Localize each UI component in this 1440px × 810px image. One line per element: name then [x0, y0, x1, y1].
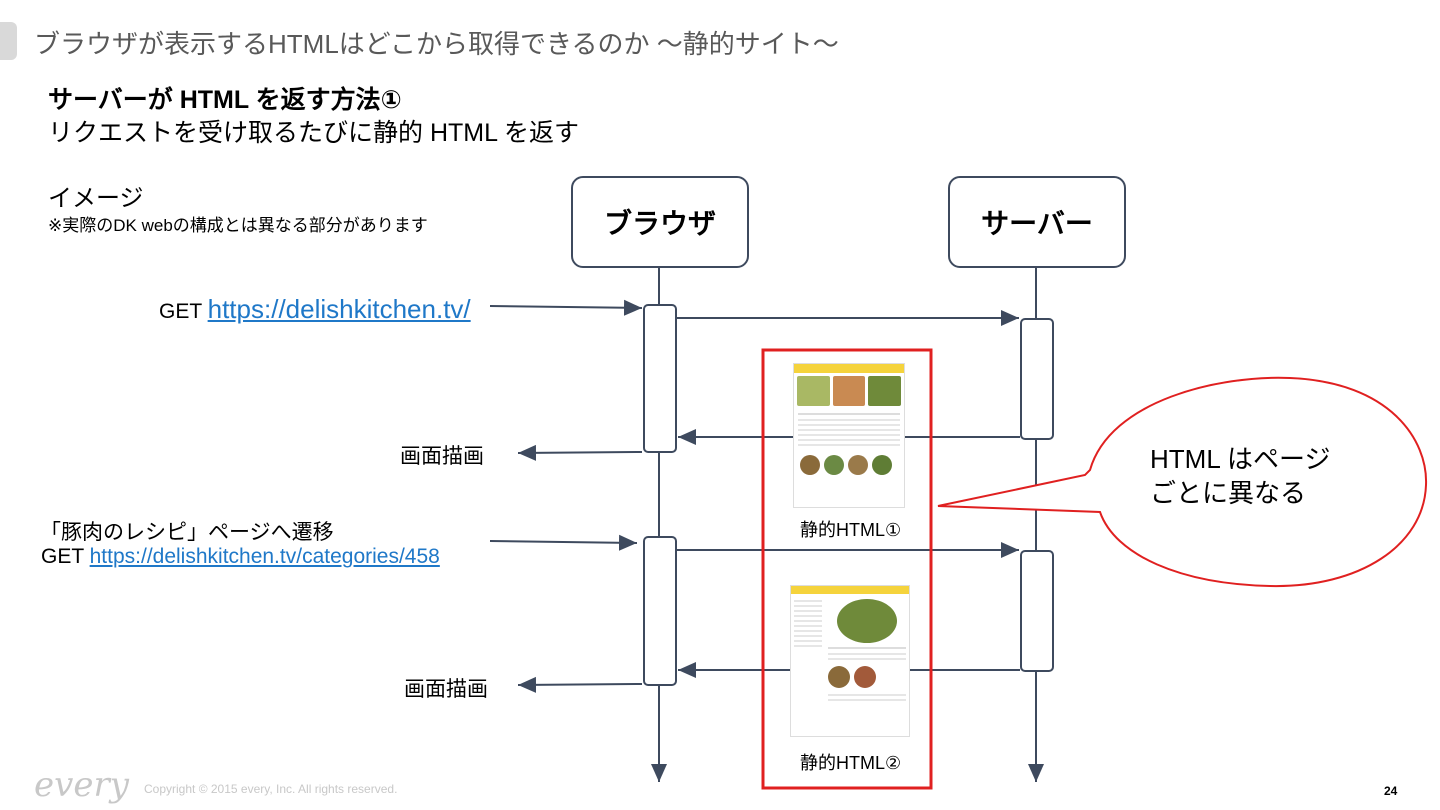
thumb1-photo	[868, 376, 902, 406]
thumb2-dish	[828, 666, 850, 688]
thumb1-dish	[872, 455, 892, 475]
server-activation-2	[1020, 550, 1054, 672]
speech-bubble	[937, 376, 1428, 588]
thumb2-dish	[854, 666, 876, 688]
request2-method: GET	[41, 545, 90, 568]
title-marker	[0, 22, 17, 60]
image-note: ※実際のDK webの構成とは異なる部分があります	[48, 216, 428, 235]
browser-actor: ブラウザ	[571, 176, 749, 268]
server-actor: サーバー	[948, 176, 1126, 268]
server-activation-1	[1020, 318, 1054, 440]
html2-caption: 静的HTML②	[800, 753, 902, 773]
bubble-text: HTML はページ ごとに異なる	[1150, 442, 1331, 510]
thumb1-dish	[824, 455, 844, 475]
request1-method: GET	[159, 300, 208, 323]
browser-activation-2	[643, 536, 677, 686]
slide-title: ブラウザが表示するHTMLはどこから取得できるのか ～静的サイト～	[34, 29, 839, 59]
render2-arrow	[517, 676, 643, 693]
heading-sub: リクエストを受け取るたびに静的 HTML を返す	[48, 119, 580, 147]
render2-label: 画面描画	[404, 678, 488, 701]
request2-description: 「豚肉のレシピ」ページへ遷移	[40, 521, 334, 544]
every-logo: every	[34, 765, 129, 805]
request2-url-link[interactable]: https://delishkitchen.tv/categories/458	[89, 545, 440, 568]
browser-activation-1	[643, 304, 677, 453]
static-html-highlight	[761, 348, 933, 790]
thumb2-hero-dish	[837, 599, 897, 643]
copyright: Copyright © 2015 every, Inc. All rights …	[144, 782, 398, 796]
page-number: 24	[1384, 784, 1398, 798]
thumb1-photo	[832, 376, 866, 406]
thumb2-sidebar	[791, 594, 825, 707]
heading-bold: サーバーが HTML を返す方法①	[48, 86, 402, 114]
bubble-line-2: ごとに異なる	[1150, 478, 1307, 508]
thumb1-photo	[797, 376, 830, 406]
html1-caption: 静的HTML①	[800, 520, 902, 540]
html1-thumbnail	[793, 363, 905, 508]
thumb2-header	[791, 586, 909, 594]
image-label: イメージ	[48, 185, 144, 212]
request1-label: GET https://delishkitchen.tv/	[159, 294, 471, 325]
thumb1-header	[794, 364, 904, 373]
request1-url-link[interactable]: https://delishkitchen.tv/	[207, 294, 471, 324]
render1-arrow	[517, 444, 643, 461]
thumb1-dish	[800, 455, 820, 475]
request2-label: GET https://delishkitchen.tv/categories/…	[41, 545, 440, 569]
html2-thumbnail	[790, 585, 910, 737]
render1-label: 画面描画	[400, 445, 484, 468]
request2-arrow	[489, 534, 638, 551]
bubble-line-1: HTML はページ	[1150, 444, 1331, 474]
thumb1-dish	[848, 455, 868, 475]
request1-arrow	[489, 299, 643, 316]
